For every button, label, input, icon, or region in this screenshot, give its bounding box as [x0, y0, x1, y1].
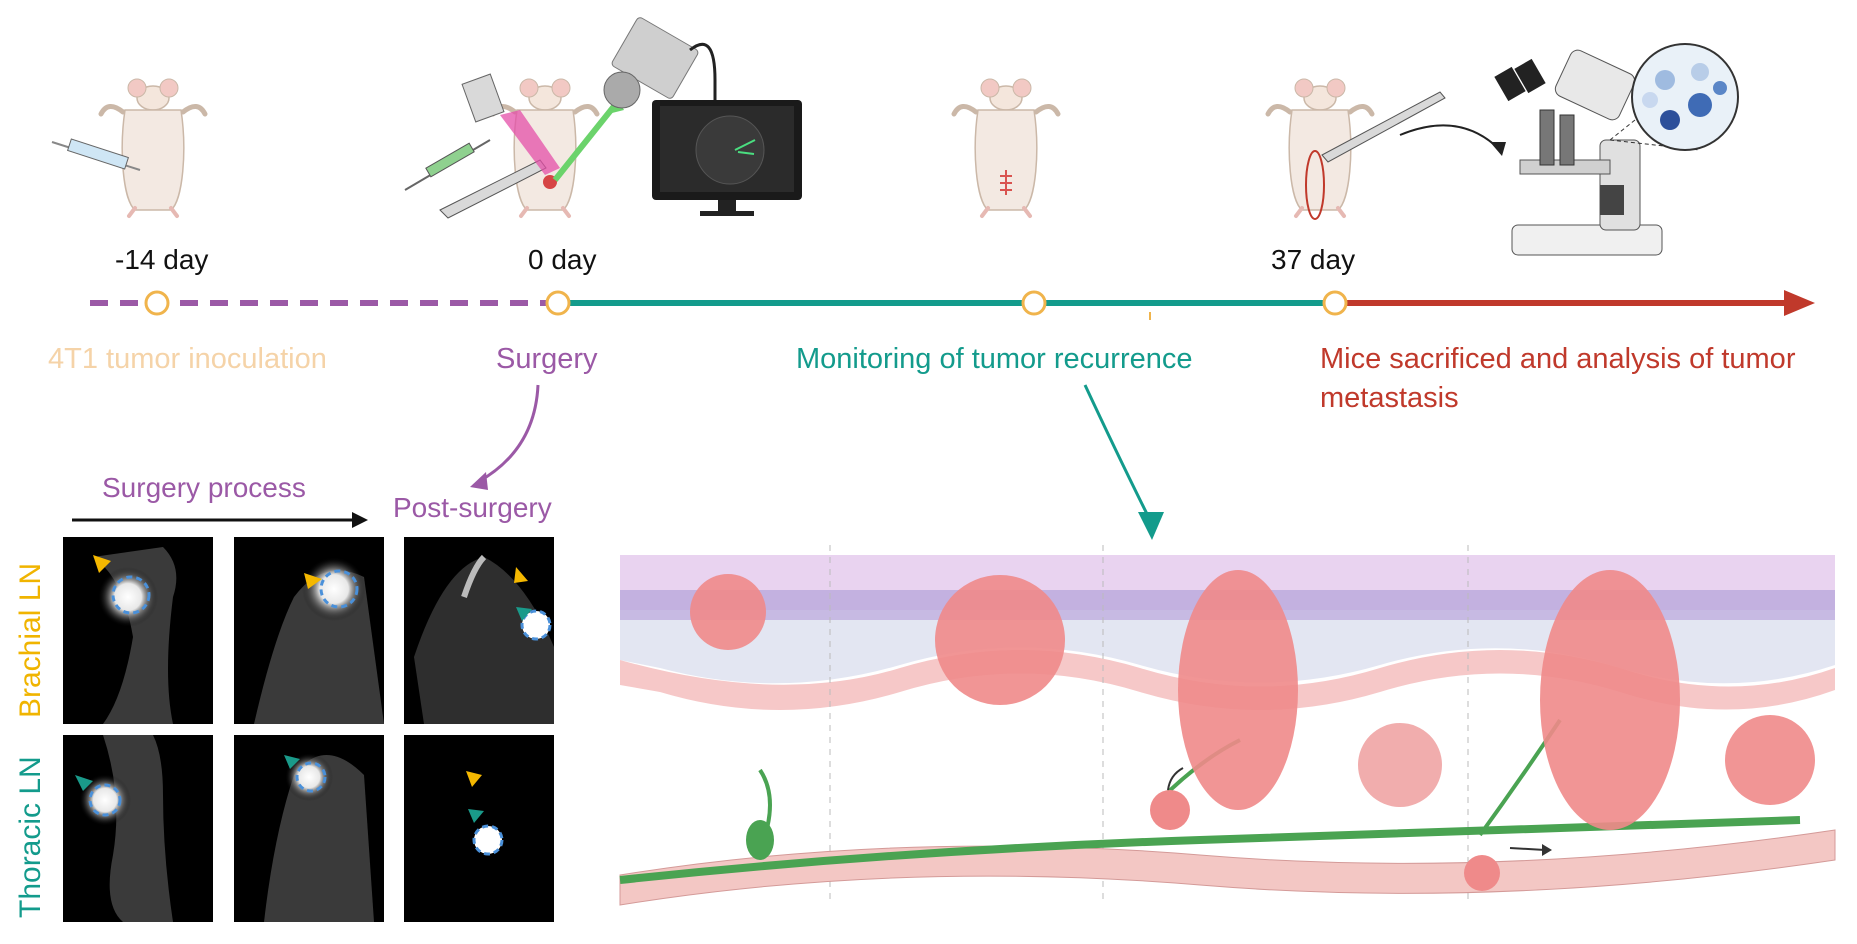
- phase-analysis-label: Mice sacrificed and analysis of tumor: [1320, 343, 1796, 375]
- fluorescence-beam: [552, 103, 618, 182]
- arrow-to-microscope: [1399, 124, 1501, 151]
- phase-inoculation-label: 4T1 tumor inoculation: [48, 343, 327, 375]
- syringe-icon: [51, 138, 141, 171]
- phase-monitoring-label: Monitoring of tumor recurrence: [796, 343, 1193, 375]
- mouse-icon: [101, 79, 205, 216]
- image-panel-brachial-2: [234, 537, 384, 724]
- day-label: -14 day: [115, 244, 209, 275]
- timepoint-marker: [545, 290, 571, 316]
- surgery-process-label: Surgery process: [102, 472, 306, 503]
- mouse-icon: [954, 79, 1058, 216]
- day-label: 0 day: [528, 244, 597, 275]
- mouse-icon: [1268, 79, 1372, 216]
- surgery-arrow: [477, 384, 540, 484]
- image-panel-thoracic-3: [404, 735, 554, 922]
- scalpel-icon: [1321, 91, 1446, 163]
- row-label-thoracic: Thoracic LN: [14, 756, 47, 918]
- timeline-arrowhead: [1784, 290, 1815, 316]
- magnifier-icon: [1609, 43, 1739, 151]
- row-label-brachial: Brachial LN: [14, 562, 47, 718]
- phase-analysis-label-line2: metastasis: [1320, 382, 1459, 414]
- syringe-icon: [404, 139, 491, 191]
- post-surgery-label: Post-surgery: [393, 492, 552, 523]
- monitoring-arrow: [1083, 384, 1152, 521]
- day-label: 37 day: [1271, 244, 1356, 275]
- image-panel-thoracic-2: [234, 735, 384, 922]
- phase-surgery-label: Surgery: [496, 343, 598, 375]
- camera-icon: [603, 17, 717, 109]
- timepoint-marker: [1021, 290, 1047, 316]
- monitor-icon: [652, 100, 802, 216]
- incision-outline: [1305, 150, 1325, 220]
- timepoint-marker: [1322, 290, 1348, 316]
- image-panel-thoracic-1: [63, 735, 213, 922]
- image-panel-brachial-1: [63, 537, 213, 724]
- image-panel-brachial-3: [404, 537, 554, 724]
- tissue-illustration: [619, 545, 1836, 906]
- timepoint-marker: [144, 290, 170, 316]
- suture-icon: [1000, 170, 1012, 195]
- microscope-icon: [1494, 49, 1663, 256]
